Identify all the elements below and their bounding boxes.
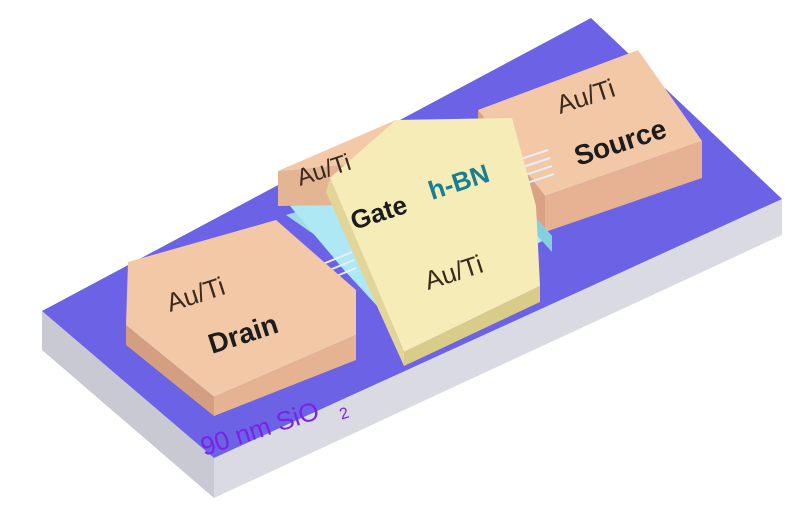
- drain-side-front: [126, 325, 214, 416]
- drain-contact: [126, 220, 356, 416]
- drain-top: [126, 220, 356, 397]
- source-side-front: [545, 141, 702, 232]
- substrate-side-front: [42, 311, 214, 498]
- gate-front-face: [326, 178, 404, 366]
- gate-electrode: [326, 118, 540, 366]
- gate-body: [330, 118, 540, 352]
- source-top: [478, 50, 702, 196]
- gate-side: [404, 286, 540, 366]
- substrate-side-right: [214, 199, 782, 498]
- drain-side-right: [214, 335, 356, 416]
